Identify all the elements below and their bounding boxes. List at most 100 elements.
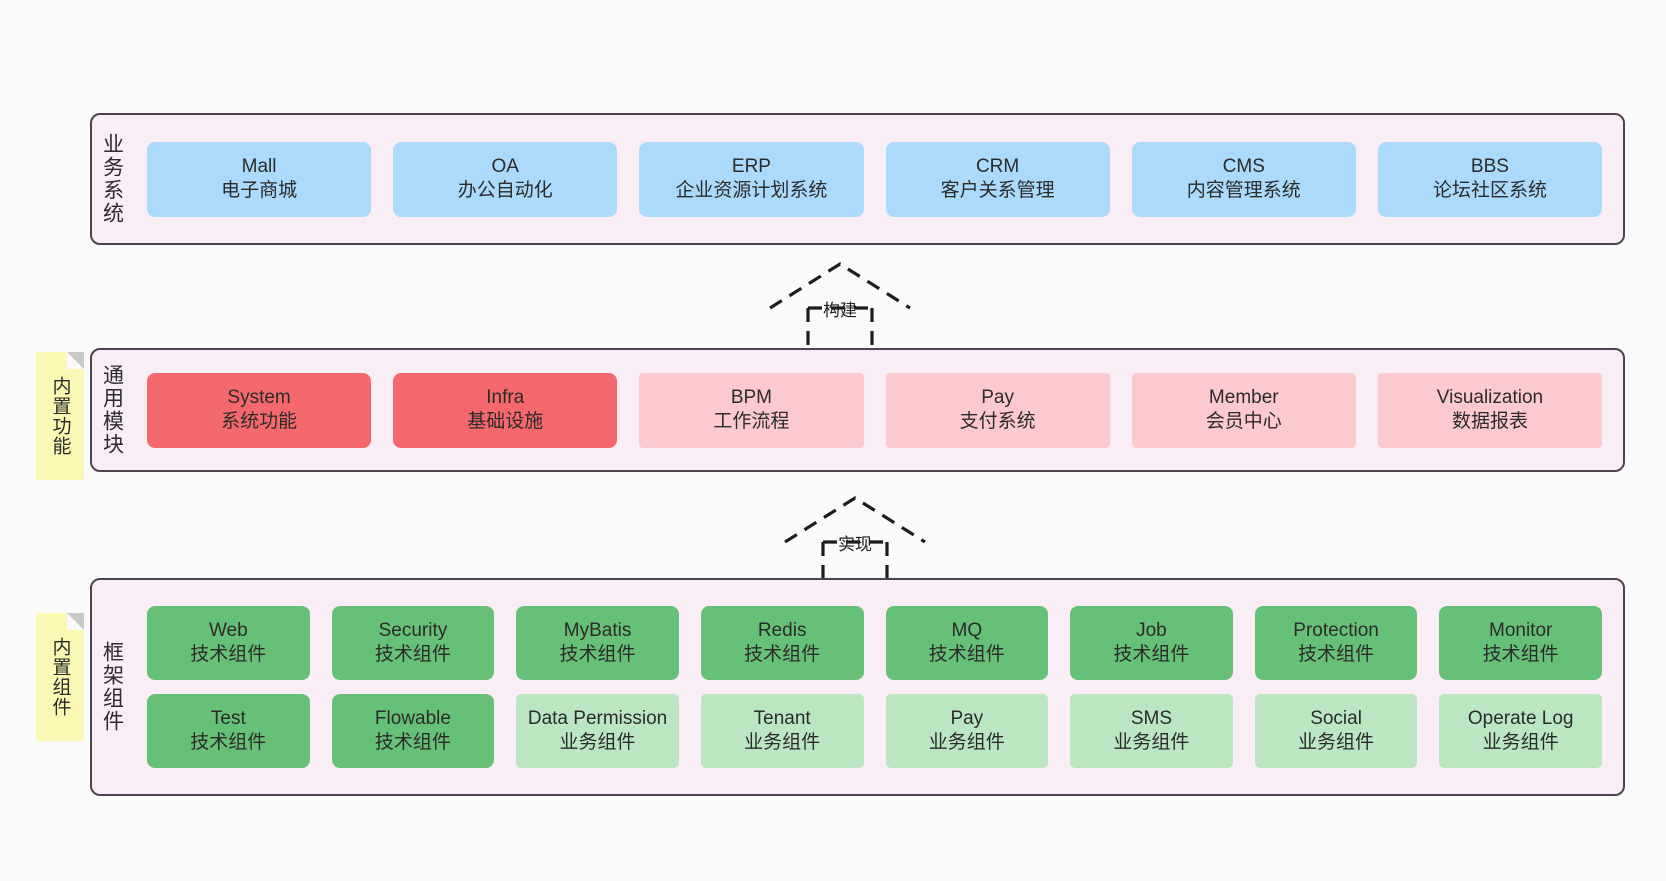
node-operate-log-name: Operate Log [1467, 707, 1574, 729]
node-pay-module-desc: 支付系统 [959, 411, 1036, 432]
node-web-desc: 技术组件 [190, 644, 267, 665]
node-protection-desc: 技术组件 [1298, 644, 1375, 665]
note-fold-corner-icon [67, 352, 84, 369]
note-fold-corner-icon [67, 613, 84, 630]
node-crm[interactable]: CRM 客户关系管理 [885, 141, 1110, 217]
node-web[interactable]: Web 技术组件 [147, 606, 310, 680]
layer-title-business-system: 业务系统 [100, 133, 124, 225]
node-data-permission-name: Data Permission [527, 707, 668, 729]
node-mybatis[interactable]: MyBatis 技术组件 [516, 606, 679, 680]
connector-implement-label: 实现 [838, 535, 872, 554]
node-mall-name: Mall [241, 155, 277, 177]
node-sms[interactable]: SMS 业务组件 [1070, 694, 1233, 768]
node-system[interactable]: System 系统功能 [147, 372, 372, 448]
node-cms-name: CMS [1222, 155, 1265, 177]
node-monitor-desc: 技术组件 [1482, 644, 1559, 665]
layer-body-framework-component: Web 技术组件 Security 技术组件 MyBatis 技术组件 Redi… [132, 580, 1623, 794]
node-redis[interactable]: Redis 技术组件 [700, 606, 864, 680]
node-pay-component[interactable]: Pay 业务组件 [885, 694, 1049, 768]
node-member-name: Member [1208, 386, 1279, 408]
node-protection-name: Protection [1293, 619, 1379, 641]
node-operate-log[interactable]: Operate Log 业务组件 [1439, 694, 1602, 768]
node-data-permission-desc: 业务组件 [559, 732, 636, 753]
node-crm-desc: 客户关系管理 [940, 180, 1055, 201]
node-social-name: Social [1310, 707, 1362, 729]
layer-body-common-module: System 系统功能 Infra 基础设施 BPM 工作流程 Pay 支付系统… [132, 350, 1623, 470]
node-erp[interactable]: ERP 企业资源计划系统 [639, 141, 864, 217]
note-builtin-component-label: 内置组件 [49, 637, 71, 717]
node-bbs-name: BBS [1470, 155, 1509, 177]
connector-implement-shape [784, 496, 926, 584]
node-infra-desc: 基础设施 [467, 411, 544, 432]
node-bbs[interactable]: BBS 论坛社区系统 [1377, 141, 1603, 217]
node-social-desc: 业务组件 [1298, 732, 1375, 753]
node-job-name: Job [1136, 619, 1167, 641]
node-protection[interactable]: Protection 技术组件 [1254, 606, 1418, 680]
node-pay-module[interactable]: Pay 支付系统 [885, 372, 1110, 448]
node-flowable-name: Flowable [374, 707, 451, 729]
node-mybatis-name: MyBatis [563, 619, 632, 641]
layer-business-system: 业务系统 Mall 电子商城 OA 办公自动化 ERP 企业资源计划系统 CRM… [90, 113, 1625, 245]
node-infra[interactable]: Infra 基础设施 [393, 372, 618, 448]
connector-implement: 实现 [775, 492, 935, 584]
node-test-desc: 技术组件 [190, 732, 267, 753]
node-flowable-desc: 技术组件 [374, 732, 451, 753]
note-builtin-function: 内置功能 [36, 352, 84, 480]
node-mall[interactable]: Mall 电子商城 [147, 141, 372, 217]
node-member[interactable]: Member 会员中心 [1131, 372, 1356, 448]
note-builtin-component: 内置组件 [36, 613, 84, 741]
note-builtin-function-label: 内置功能 [49, 376, 71, 456]
layer-body-business-system: Mall 电子商城 OA 办公自动化 ERP 企业资源计划系统 CRM 客户关系… [132, 115, 1623, 243]
node-flowable[interactable]: Flowable 技术组件 [331, 694, 495, 768]
node-erp-name: ERP [731, 155, 771, 177]
layer-title-common-module: 通用模块 [100, 364, 124, 456]
node-sms-desc: 业务组件 [1113, 732, 1190, 753]
node-test-name: Test [210, 707, 246, 729]
node-visualization[interactable]: Visualization 数据报表 [1377, 372, 1603, 448]
node-erp-desc: 企业资源计划系统 [675, 180, 828, 201]
framework-row-business: Test 技术组件 Flowable 技术组件 Data Permission … [136, 694, 1613, 768]
node-mybatis-desc: 技术组件 [559, 644, 636, 665]
node-mall-desc: 电子商城 [221, 180, 298, 201]
node-cms-desc: 内容管理系统 [1186, 180, 1301, 201]
layer-common-module: 通用模块 System 系统功能 Infra 基础设施 BPM 工作流程 Pay… [90, 348, 1625, 472]
node-system-desc: 系统功能 [221, 411, 298, 432]
node-test[interactable]: Test 技术组件 [147, 694, 310, 768]
connector-build-shape [769, 262, 911, 350]
node-bbs-desc: 论坛社区系统 [1432, 180, 1547, 201]
node-redis-name: Redis [757, 619, 807, 641]
node-monitor-name: Monitor [1489, 619, 1553, 641]
node-mq-desc: 技术组件 [928, 644, 1005, 665]
node-oa-desc: 办公自动化 [457, 180, 553, 201]
node-job[interactable]: Job 技术组件 [1070, 606, 1233, 680]
node-crm-name: CRM [975, 155, 1020, 177]
node-pay-module-name: Pay [981, 386, 1014, 408]
node-member-desc: 会员中心 [1205, 411, 1282, 432]
node-tenant[interactable]: Tenant 业务组件 [700, 694, 864, 768]
connector-build-label: 构建 [823, 301, 857, 320]
node-operate-log-desc: 业务组件 [1482, 732, 1559, 753]
node-bpm[interactable]: BPM 工作流程 [639, 372, 864, 448]
layer-framework-component: 框架组件 Web 技术组件 Security 技术组件 MyBatis 技术组件… [90, 578, 1625, 796]
node-system-name: System [227, 386, 291, 408]
node-tenant-name: Tenant [753, 707, 811, 729]
connector-build: 构建 [760, 258, 920, 350]
node-cms[interactable]: CMS 内容管理系统 [1131, 141, 1356, 217]
node-tenant-desc: 业务组件 [744, 732, 821, 753]
node-oa[interactable]: OA 办公自动化 [393, 141, 618, 217]
node-job-desc: 技术组件 [1113, 644, 1190, 665]
node-mq[interactable]: MQ 技术组件 [885, 606, 1049, 680]
node-security[interactable]: Security 技术组件 [331, 606, 495, 680]
node-security-name: Security [378, 619, 448, 641]
node-sms-name: SMS [1130, 707, 1173, 729]
node-web-name: Web [208, 619, 248, 641]
node-bpm-name: BPM [730, 386, 773, 408]
node-social[interactable]: Social 业务组件 [1254, 694, 1418, 768]
node-redis-desc: 技术组件 [744, 644, 821, 665]
node-monitor[interactable]: Monitor 技术组件 [1439, 606, 1602, 680]
node-security-desc: 技术组件 [374, 644, 451, 665]
framework-row-technical: Web 技术组件 Security 技术组件 MyBatis 技术组件 Redi… [136, 606, 1613, 680]
layer-title-framework-component: 框架组件 [100, 641, 124, 733]
node-data-permission[interactable]: Data Permission 业务组件 [516, 694, 679, 768]
node-infra-name: Infra [486, 386, 525, 408]
